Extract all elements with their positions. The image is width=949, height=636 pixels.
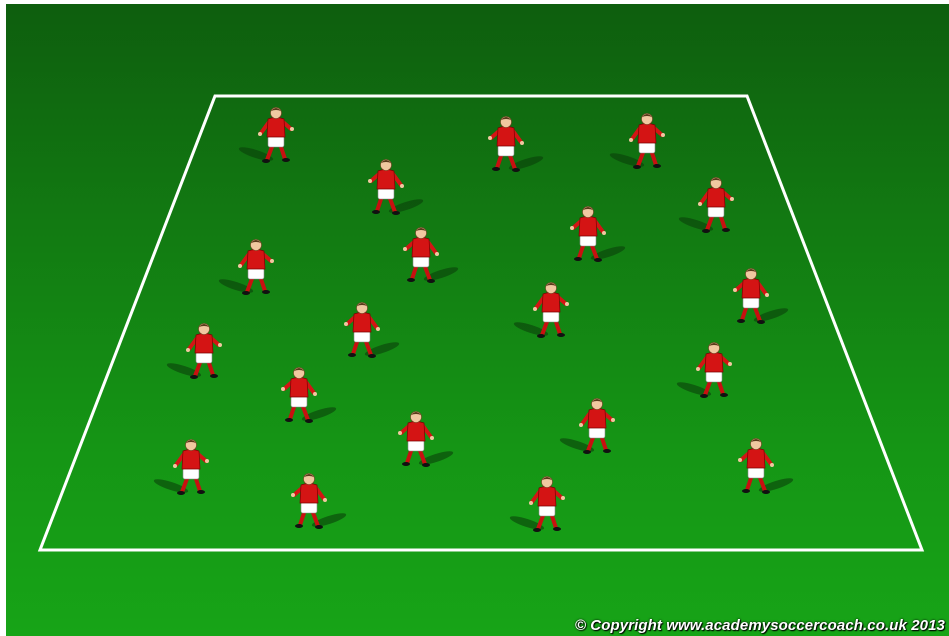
player-figure	[398, 412, 454, 468]
player-figure	[238, 108, 294, 164]
player-figure	[281, 368, 337, 424]
player-figure	[678, 178, 734, 234]
player-figure	[676, 343, 732, 399]
player-figure	[738, 439, 794, 495]
player-figure	[153, 440, 209, 496]
players-group	[153, 108, 795, 533]
player-figure	[166, 324, 222, 380]
player-figure	[570, 207, 626, 263]
player-figure	[559, 399, 615, 455]
pitch-canvas: © Copyright www.academysoccercoach.co.uk…	[6, 4, 949, 636]
pitch-diagram	[6, 4, 949, 636]
player-figure	[513, 283, 569, 339]
player-figure	[403, 228, 459, 284]
player-figure	[733, 269, 789, 325]
player-figure	[344, 303, 400, 359]
player-figure	[609, 114, 665, 170]
player-figure	[509, 477, 565, 533]
player-figure	[368, 160, 424, 216]
copyright-text: © Copyright www.academysoccercoach.co.uk…	[575, 617, 945, 634]
player-figure	[488, 117, 544, 173]
player-figure	[291, 474, 347, 530]
player-figure	[218, 240, 274, 296]
